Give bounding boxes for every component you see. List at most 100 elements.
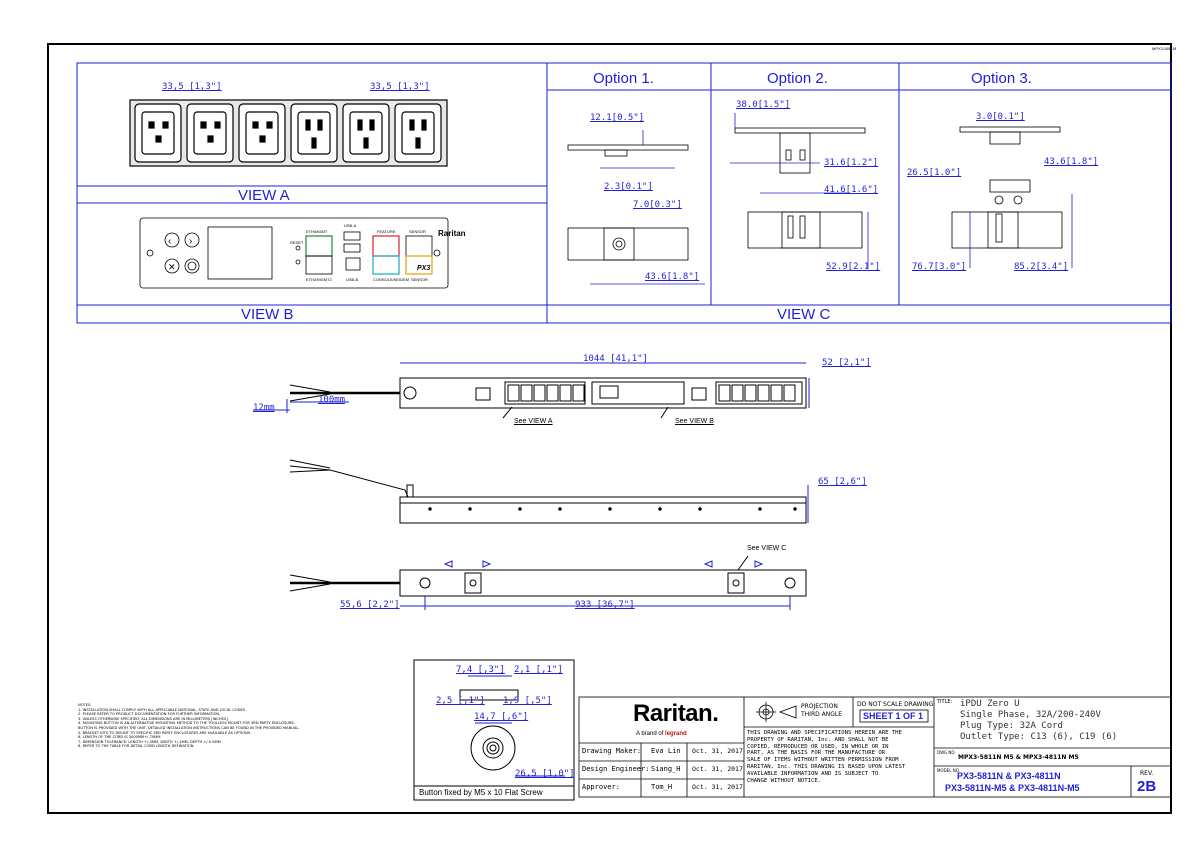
front-outlet <box>533 384 546 402</box>
dim-55-6: 55,6 [2,2"] <box>340 600 400 610</box>
panel-px3: PX3 <box>417 265 431 272</box>
dim-button-6: 26,5 [1,0"] <box>515 769 575 779</box>
label-reset: RESET <box>290 240 304 245</box>
dim-view-a-left: 33,5 [1,3"] <box>162 82 222 92</box>
dim-o2-lower: 52.9[2.1"] <box>826 262 881 272</box>
model-label: MODEL NO. <box>937 768 960 773</box>
notes-block: NOTES:1. INSTALLATION SHALL COMPLY WITH … <box>78 703 318 749</box>
title-line: Single Phase, 32A/200-240V <box>960 710 1101 720</box>
title-line: Outlet Type: C13 (6), C19 (6) <box>960 732 1118 742</box>
side-mark <box>518 507 522 511</box>
disclaimer: THIS DRAWING AND SPECIFICATIONS HEREIN A… <box>747 730 932 784</box>
dwg-number: MPX3-5811N M5 & MPX3-4811N M5 <box>958 754 1079 761</box>
dim-100mm: 100mm <box>318 395 346 405</box>
c19-outlet <box>290 103 338 163</box>
disclaimer-line: SALE OF ITEMS WITHOUT WRITTEN PERMISSION… <box>747 757 899 764</box>
note-line: 7. DIMENSION TOLERANCE: LENGTH +/-3MM, W… <box>78 739 221 744</box>
approval-date: Oct. 31, 2017 <box>692 783 743 791</box>
disclaimer-line: PROPERTY OF RARITAN, Inc. AND SHALL NOT … <box>747 736 889 743</box>
label-feature: FEATURE <box>377 229 396 234</box>
note-line: 8. REFER TO THE TABLE FOR DETAIL CORD LE… <box>78 744 194 749</box>
side-mark <box>468 507 472 511</box>
approval-name: Siang_H <box>651 765 681 773</box>
label-eth-mgmt: ETH/MGMT <box>306 229 328 234</box>
dim-o1-bot: 7.0[0.3"] <box>633 200 682 210</box>
title-block <box>578 696 1172 798</box>
approval-name: Eva Lin <box>651 747 681 755</box>
approval-name: Tom_H <box>651 783 673 791</box>
title-line: iPDU Zero U <box>960 699 1020 709</box>
dim-o3-left: 26.5[1.0"] <box>907 168 962 178</box>
raritan-logo: Raritan. <box>633 700 719 727</box>
views-frame <box>76 62 1172 324</box>
title-line: Plug Type: 32A Cord <box>960 721 1063 731</box>
svg-text:✕: ✕ <box>168 262 176 272</box>
view-a-outlet-strip <box>129 99 448 167</box>
note-line: 5. BRACKET KITS TO MOUNT TO SPECIFIC 3RD… <box>78 730 252 735</box>
view-c-label: VIEW C <box>777 306 831 323</box>
side-mark <box>758 507 762 511</box>
side-mark <box>608 507 612 511</box>
approval-role: Drawing Maker: <box>582 747 642 755</box>
svg-text:›: › <box>189 236 192 247</box>
disclaimer-line: PART, AS THE BASIS FOR THE MANUFACTURE O… <box>747 750 886 757</box>
view-a-label: VIEW A <box>238 187 290 204</box>
side-mark <box>558 507 562 511</box>
note-line: 4. MOUNTING BUTTON IS AN ALTERNATIVE MOU… <box>78 721 295 726</box>
side-mark <box>658 507 662 511</box>
front-outlet <box>783 384 796 402</box>
front-outlet <box>507 384 520 402</box>
dim-height: 65 [2,6"] <box>818 477 867 487</box>
note-line: NOTES: <box>78 703 92 707</box>
option-2-title: Option 2. <box>767 70 828 87</box>
dim-o1-mid: 2.3[0.1"] <box>604 182 653 192</box>
dim-o1-top: 12.1[0.5"] <box>590 113 645 123</box>
dim-o2-top: 38.0[1.5"] <box>736 100 791 110</box>
label-sensor: SENSOR <box>409 229 426 234</box>
approval-role: Approver: <box>582 783 620 791</box>
disclaimer-line: AVAILABLE INFORMATION AND IS SUBJECT TO <box>747 770 879 777</box>
dim-length: 1044 [41,1"] <box>583 354 649 364</box>
note-line: 1. INSTALLATION SHALL COMPLY WITH ALL AP… <box>78 707 247 712</box>
label-sensor-2: SENSOR <box>411 277 428 282</box>
dim-o3-top: 3.0[0.1"] <box>976 112 1025 122</box>
option-2-bracket <box>730 113 869 268</box>
dim-o2-r1: 31.6[1.2"] <box>824 158 879 168</box>
dim-o2-r2: 41.6[1.6"] <box>824 185 879 195</box>
approval-date: Oct. 31, 2017 <box>692 765 743 773</box>
note-line: BUTTON IS PROVIDED WITH THE UNIT. DETAIL… <box>78 725 300 730</box>
projection-label: PROJECTION <box>801 703 838 710</box>
side-mark <box>698 507 702 511</box>
dim-button-4: 1,9 [,5"] <box>503 696 552 706</box>
logo-brand-line: A brand of legrand <box>636 731 687 737</box>
option-3-bracket <box>951 126 1073 268</box>
dim-12mm: 12mm <box>253 403 275 413</box>
front-outlet <box>770 384 783 402</box>
approval-role: Design Engineer: <box>582 765 650 773</box>
view-b-label: VIEW B <box>241 306 294 323</box>
side-mark <box>793 507 797 511</box>
note-line: 2. PLEASE REFER TO PRODUCT DOCUMENTATION… <box>78 712 221 717</box>
rev-value: 2B <box>1137 778 1157 795</box>
c13-outlet <box>134 103 182 163</box>
disclaimer-line: RARITAN, Inc. THIS DRAWING IS BASED UPON… <box>747 763 906 770</box>
third-angle-label: THIRD ANGLE <box>801 711 843 718</box>
dwg-label: DWG NO. <box>937 750 956 755</box>
no-scale-label: DO NOT SCALE DRAWING <box>857 701 934 708</box>
note-line: 6. LENGTH OF THE CORD IS 3000MM+/-70MM <box>78 735 161 740</box>
see-view-b: See VIEW B <box>675 418 714 425</box>
front-outlet <box>718 384 731 402</box>
svg-text:‹: ‹ <box>168 236 171 247</box>
legrand-word: legrand <box>665 731 687 737</box>
front-outlet <box>559 384 572 402</box>
outer-frame <box>47 43 1172 814</box>
front-outlet <box>757 384 770 402</box>
pdu-rear-view <box>289 555 807 610</box>
title-label: TITLE: <box>937 699 953 705</box>
sheet-number: SHEET 1 OF 1 <box>863 711 924 721</box>
c19-outlet <box>342 103 390 163</box>
button-caption: Button fixed by M5 x 10 Flat Screw <box>419 788 543 797</box>
approval-date: Oct. 31, 2017 <box>692 747 743 755</box>
model-number-2: PX3-5811N-M5 & PX3-4811N-M5 <box>945 783 1080 793</box>
